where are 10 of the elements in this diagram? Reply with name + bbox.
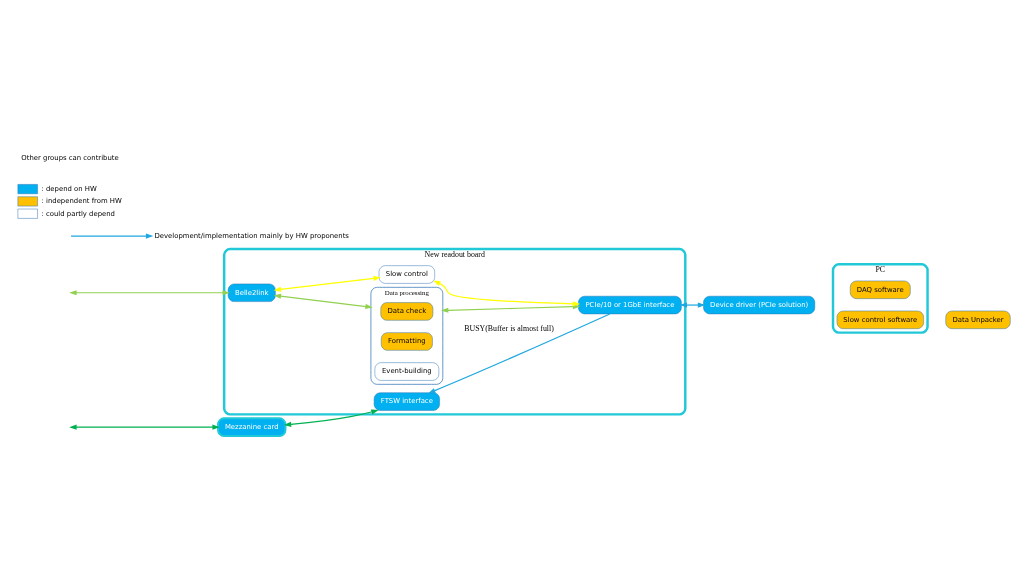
arrow xyxy=(69,289,230,295)
arrow xyxy=(69,424,220,430)
arrow xyxy=(70,233,154,239)
arrow xyxy=(273,293,373,309)
arrow xyxy=(273,275,381,292)
arrow xyxy=(283,408,379,427)
arrow xyxy=(433,279,581,306)
arrow xyxy=(679,301,706,308)
arrow xyxy=(427,312,611,393)
edge-label: BUSY(Buffer is almost full) xyxy=(464,323,554,333)
